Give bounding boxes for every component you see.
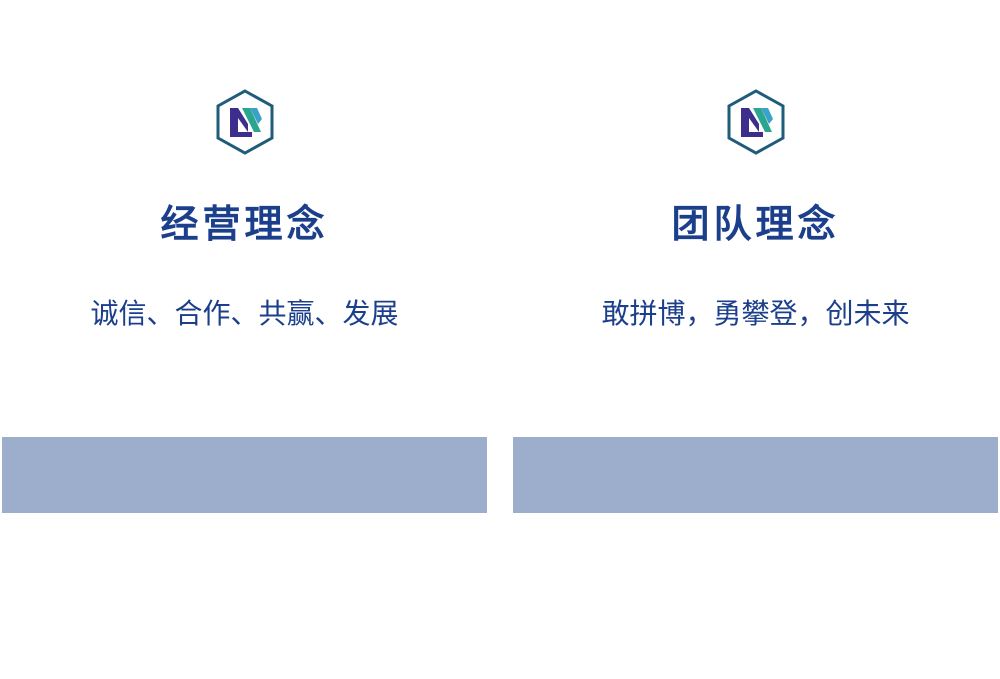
company-logo-icon xyxy=(214,88,276,156)
panel-team-philosophy: 团队理念 敢拼博，勇攀登，创未来 xyxy=(513,0,998,679)
company-logo-icon xyxy=(725,88,787,156)
panel-business-philosophy: 经营理念 诚信、合作、共赢、发展 xyxy=(2,0,487,679)
decorative-band xyxy=(2,437,487,513)
panel-slogan: 敢拼博，勇攀登，创未来 xyxy=(601,297,910,330)
panel-title: 经营理念 xyxy=(160,201,329,246)
decorative-band xyxy=(513,437,998,513)
panel-slogan: 诚信、合作、共赢、发展 xyxy=(90,297,399,330)
panel-title: 团队理念 xyxy=(671,201,840,246)
